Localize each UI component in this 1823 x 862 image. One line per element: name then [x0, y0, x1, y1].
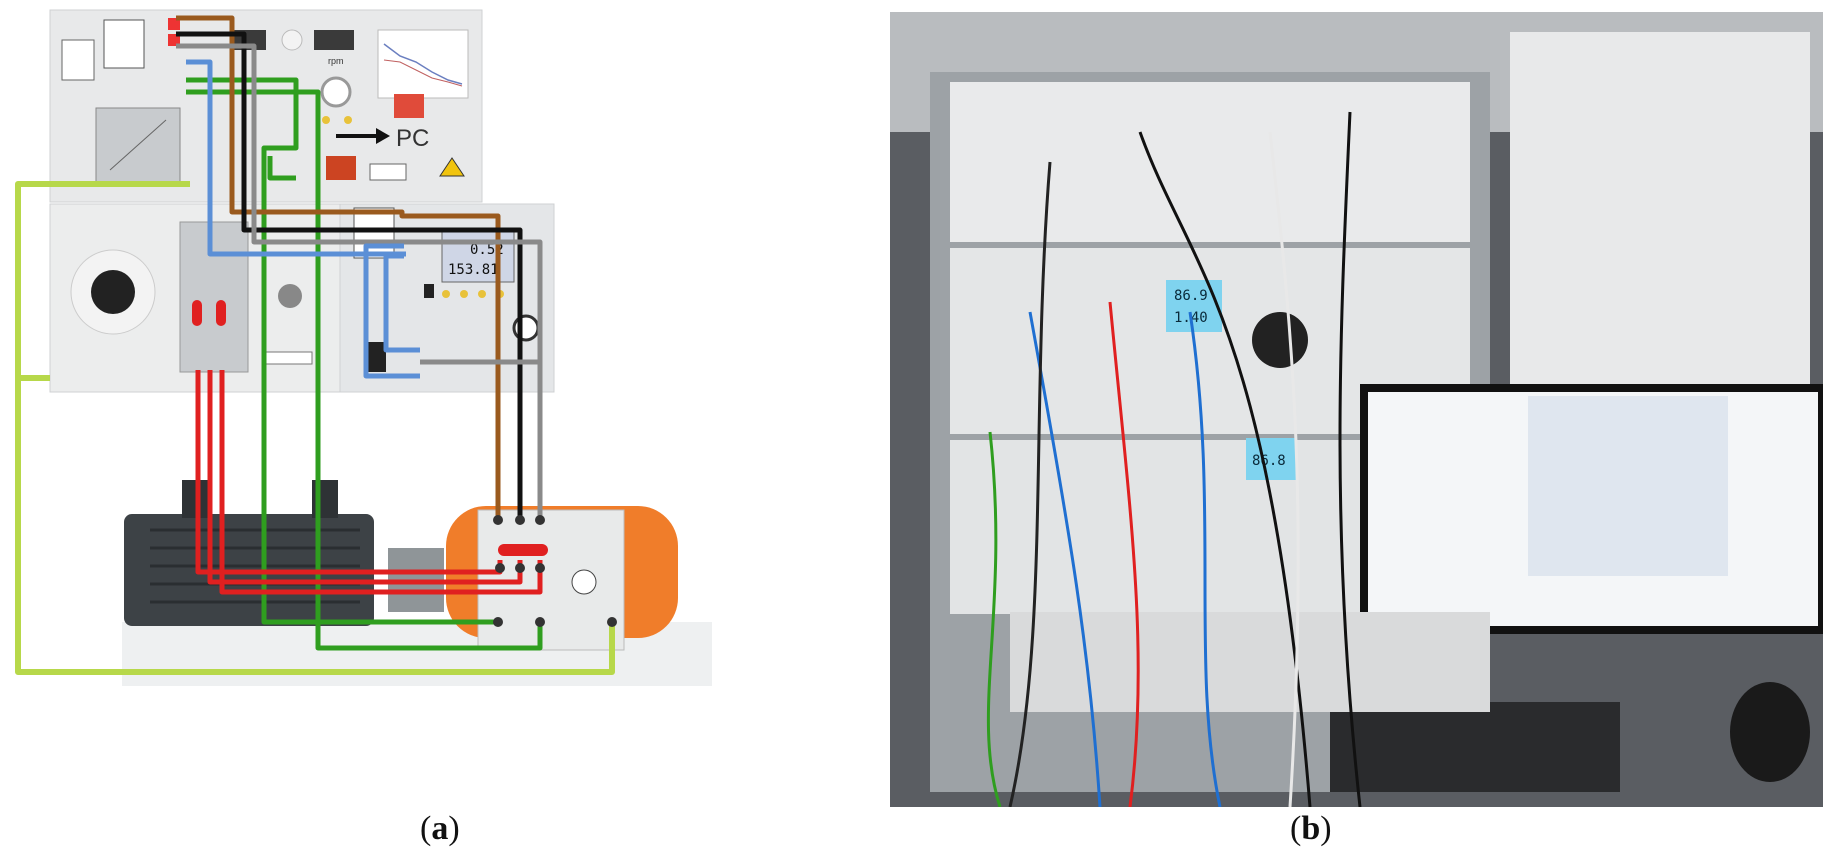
lcd-display-lower — [1246, 438, 1296, 480]
terminal-strip — [326, 156, 356, 180]
drive-unit — [394, 94, 424, 118]
mouse — [1730, 682, 1810, 782]
display-value-2: 153.81 — [448, 262, 499, 278]
switch-block — [61, 39, 95, 81]
adjust-knob — [278, 284, 302, 308]
speed-knob — [320, 76, 352, 108]
warning-icon — [439, 157, 465, 177]
display-value-1: 0.52 — [470, 242, 504, 258]
caption-a: (a) — [420, 810, 460, 847]
rpm-label: rpm — [328, 56, 344, 66]
pc-label: PC — [396, 125, 429, 152]
keyboard — [1330, 702, 1620, 792]
display-lower-value: 86.8 — [1252, 453, 1286, 469]
lab-setup-photo: 86.9 1.40 86.8 — [890, 12, 1823, 807]
graph-display — [377, 29, 469, 99]
wiring-diagram: rpm PC 0.52 153.81 — [15, 9, 712, 686]
caption-b: (b) — [1290, 810, 1332, 847]
lcd-display-upper — [1166, 280, 1222, 332]
display-upper-1: 86.9 — [1174, 288, 1208, 304]
lcd-display-top-2 — [314, 30, 354, 50]
meter-display — [441, 229, 515, 283]
